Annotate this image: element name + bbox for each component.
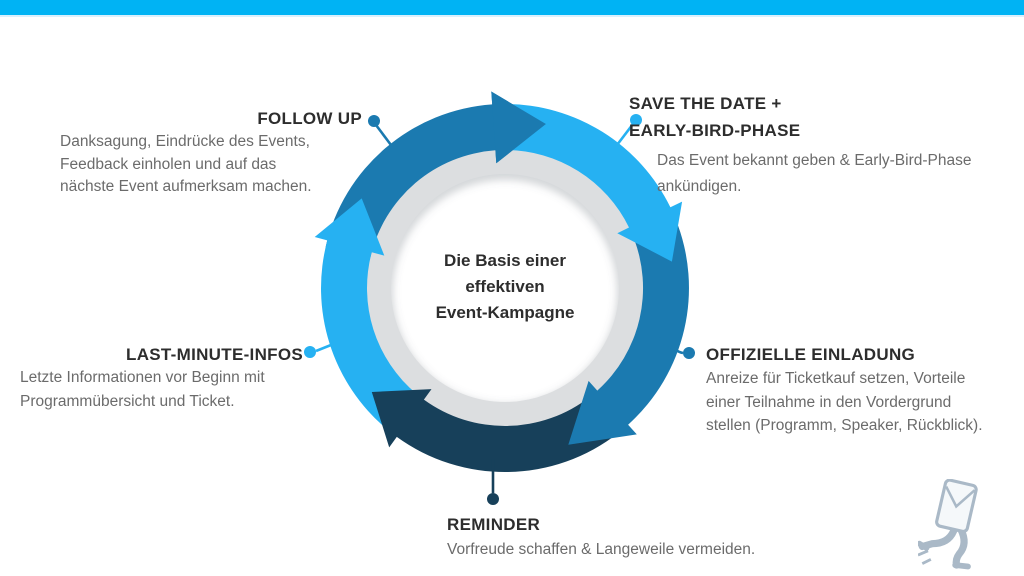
logo-front-leg bbox=[952, 525, 968, 569]
phase-description-save-the-date: Das Event bekannt geben & Early-Bird-Pha… bbox=[657, 152, 972, 195]
connector-line-follow-up bbox=[374, 124, 393, 146]
connector-line-offizielle-einladung bbox=[658, 336, 684, 355]
connector-dot-save-the-date bbox=[630, 114, 642, 126]
phase-title-follow-up: FOLLOW UP bbox=[257, 109, 362, 128]
connector-dot-last-minute-infos bbox=[304, 346, 316, 358]
logo-back-leg bbox=[918, 527, 958, 551]
ring-segment-last-minute-infos bbox=[314, 198, 417, 429]
phase-description-offizielle-einladung: Anreize für Ticketkauf setzen, Vorteile … bbox=[706, 370, 983, 434]
connector-dot-follow-up bbox=[368, 115, 380, 127]
ring-segment-offizielle-einladung bbox=[568, 219, 689, 445]
ring-segment-follow-up bbox=[325, 91, 546, 257]
logo-speed-mark bbox=[921, 558, 932, 565]
top-accent-bar-underline bbox=[0, 15, 1024, 17]
logo-envelope-flap bbox=[945, 485, 976, 509]
connector-dot-offizielle-einladung bbox=[683, 347, 695, 359]
logo-back-foot bbox=[918, 540, 930, 551]
ring-segment-reminder bbox=[371, 389, 619, 473]
connector-line-save-the-date bbox=[615, 123, 635, 146]
connector-line-last-minute-infos bbox=[315, 343, 332, 353]
phase-description-follow-up: Danksagung, Eindrücke des Events, Feedba… bbox=[60, 133, 312, 195]
ring-segment-arrowhead-follow-up bbox=[491, 91, 546, 164]
phase-description-reminder: Vorfreude schaffen & Langeweile vermeide… bbox=[447, 541, 756, 558]
phase-title-last-minute-infos: LAST-MINUTE-INFOS bbox=[126, 345, 303, 364]
inner-gray-ring bbox=[365, 148, 645, 428]
top-accent-bar bbox=[0, 0, 1024, 15]
logo-speed-mark bbox=[918, 549, 929, 557]
phase-title-save-the-date: SAVE THE DATE + EARLY-BIRD-PHASE bbox=[629, 94, 801, 140]
phase-title-offizielle-einladung: OFFIZIELLE EINLADUNG bbox=[706, 345, 916, 364]
connector-dot-reminder bbox=[487, 493, 499, 505]
running-envelope-logo bbox=[918, 479, 978, 570]
phase-description-last-minute-infos: Letzte Informationen vor Beginn mit Prog… bbox=[20, 369, 265, 410]
diagram-center-text: Die Basis einer effektiven Event-Kampagn… bbox=[435, 251, 575, 322]
ring-segment-save-the-date bbox=[505, 103, 683, 262]
logo-front-foot bbox=[952, 562, 971, 570]
phase-title-reminder: REMINDER bbox=[447, 515, 541, 534]
